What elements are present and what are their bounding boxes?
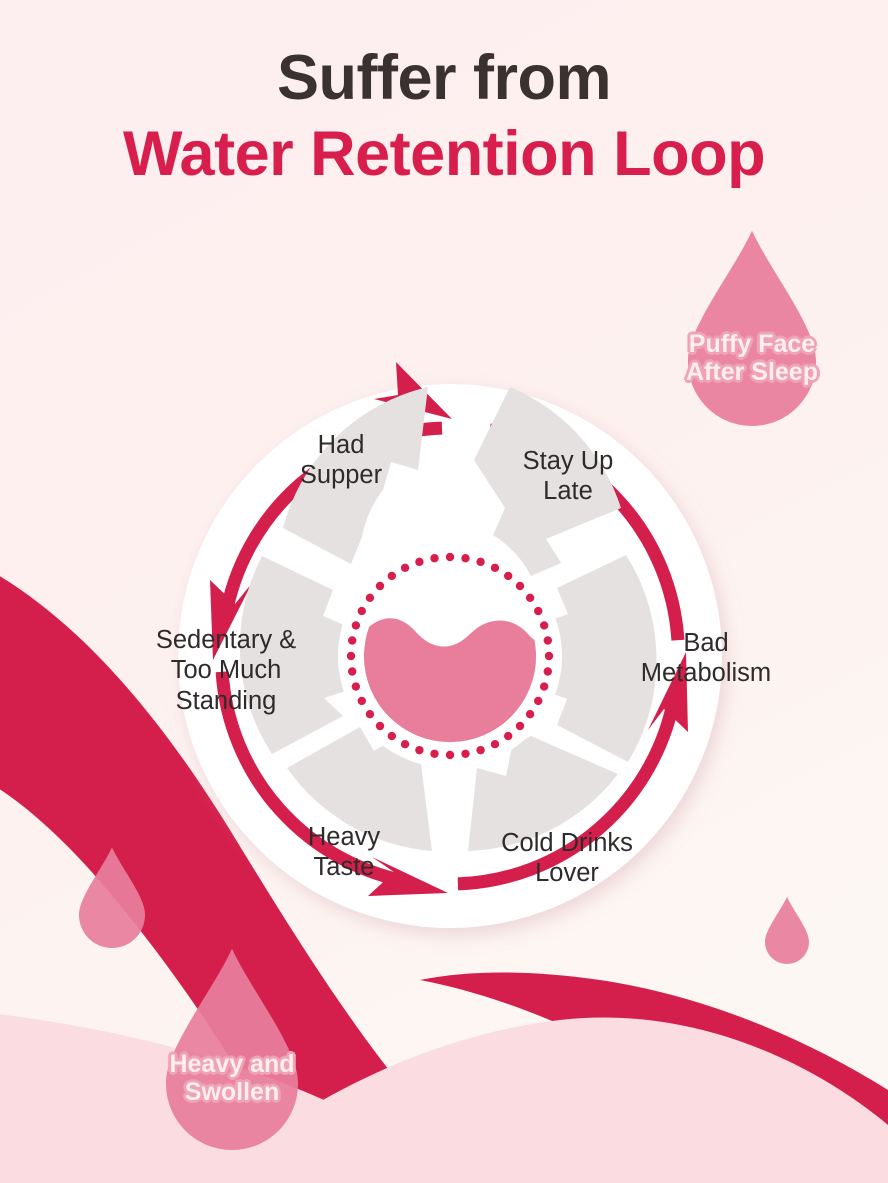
dotted-ring-dot [351,621,361,630]
dotted-ring-dot [346,651,356,661]
dotted-ring-dot [461,554,470,563]
wheel-segments [239,387,657,851]
dotted-ring-dot [476,745,485,755]
arrow-head-left [210,580,252,660]
segment-bad-metabolism [538,555,657,762]
droplet-heavy-swollen [165,948,299,1150]
droplet-puffy-face [687,230,817,426]
dotted-ring-dot [445,750,455,760]
dotted-ring-dot [539,621,549,630]
dotted-ring-dot [544,651,554,661]
dotted-ring-dot [365,709,375,719]
dotted-ring-dot [430,554,439,563]
dotted-ring-dot [543,667,552,676]
arrow-head-top [374,362,452,419]
droplet-drop-small-right [764,896,810,964]
droplet-label-puffy-face: Puffy Face After Sleep [686,330,818,387]
dotted-ring-dot [445,552,455,562]
dotted-ring-dot [490,740,500,749]
dotted-ring-dot [543,636,552,645]
dotted-ring-dot [534,606,543,616]
dotted-ring [346,552,554,760]
dotted-ring-dot [400,563,410,572]
droplet-label-heavy-swollen: Heavy and Swollen [169,1050,295,1107]
dotted-ring-dot [351,682,361,691]
dotted-ring-dot [387,571,397,581]
droplet-drop-small-left [78,847,146,948]
dotted-ring-dot [365,593,375,603]
dotted-ring-dot [515,721,525,731]
dotted-ring-dot [400,740,410,749]
dotted-ring-dot [490,563,500,572]
droplets [78,230,817,1150]
dotted-ring-dot [461,749,470,758]
dotted-ring-dot [375,721,385,731]
wheel-arrow-heads [210,362,688,896]
segment-sedentary-standing [239,556,352,754]
dotted-ring-dot [387,731,397,741]
segment-heavy-taste [287,727,432,851]
dotted-ring-dot [430,749,439,758]
dotted-ring-dot [534,696,543,706]
segment-cold-drinks [468,736,618,851]
dotted-ring-dot [525,593,535,603]
dotted-ring-dot [476,557,485,567]
arrow-head-bottom [368,857,448,896]
dotted-ring-dot [415,745,424,755]
dotted-ring-dot [515,581,525,591]
dotted-ring-dot [357,606,366,616]
dotted-ring-dot [503,731,513,741]
pink-wave-bottom-right [205,1017,888,1183]
dotted-ring-dot [415,557,424,567]
wheel-arc-4 [215,671,412,889]
arrow-head-right [648,652,688,732]
dotted-ring-dot [357,696,366,706]
crimson-swoosh-left [0,576,430,1183]
dotted-ring-dot [539,682,549,691]
dotted-ring-dot [503,571,513,581]
dotted-ring-dot [375,581,385,591]
segment-stay-up-late [474,387,621,576]
dotted-ring-dot [348,636,357,645]
dotted-ring-dot [525,709,535,719]
wheel-arc-3 [457,694,681,891]
dotted-ring-dot [348,667,357,676]
segment-had-supper [283,387,428,564]
